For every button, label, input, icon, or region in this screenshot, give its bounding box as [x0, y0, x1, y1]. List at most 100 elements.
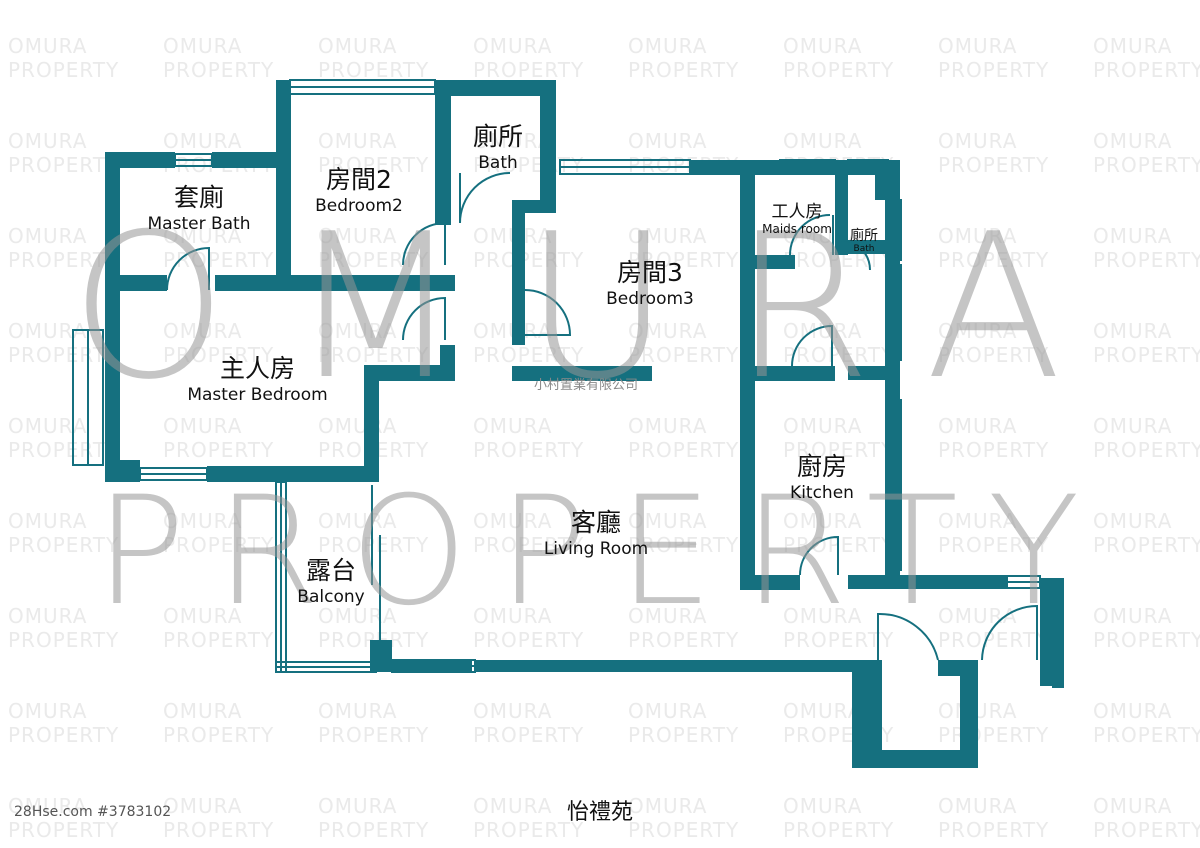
wall-segment [740, 575, 800, 590]
wall-segment [835, 240, 900, 254]
room-label-zh: 套廁 [173, 183, 224, 212]
room-label-zh: 工人房 [771, 202, 823, 222]
watermark-large-omura: OMURA [70, 191, 1125, 424]
door-swing [166, 246, 210, 291]
wall-segment [848, 575, 1008, 589]
room-maids-bath: 廁所 Bath [843, 228, 885, 255]
wall-segment [740, 160, 755, 590]
room-label-en: Master Bath [147, 214, 251, 234]
doors [166, 172, 1038, 661]
room-label-zh: 房間2 [326, 165, 392, 194]
room-master-bedroom: 主人房 Master Bedroom [170, 354, 345, 406]
estate-name: 怡禮苑 [566, 800, 633, 825]
room-balcony: 露台 Balcony [288, 556, 374, 608]
wall-segment [364, 365, 379, 482]
wall-segment [105, 460, 140, 482]
wall-segment [512, 200, 525, 345]
room-label-en: Maids room [762, 222, 832, 236]
room-label-zh: 廁所 [472, 122, 523, 151]
wall-segment [105, 152, 175, 168]
door-swing [402, 296, 446, 341]
door-swing [877, 612, 939, 661]
wall-segment [120, 275, 167, 291]
wall-segment [835, 160, 848, 255]
room-label-zh: 露台 [305, 556, 356, 585]
room-living-room: 客廳 Living Room [526, 508, 666, 560]
room-label-en: Bath [478, 153, 518, 173]
company-name: 小村置業有限公司 [534, 378, 639, 393]
wall-segment [105, 152, 120, 482]
room-label-zh: 主人房 [219, 354, 295, 383]
watermark-large-property: PROPERTY [95, 465, 1110, 639]
wall-segment [212, 152, 290, 168]
room-master-bath: 套廁 Master Bath [140, 183, 258, 235]
door-swing [791, 324, 833, 367]
room-label-zh: 房間3 [617, 258, 683, 287]
wall-segment [512, 366, 652, 381]
wall-segment [435, 80, 555, 96]
wall-segment [475, 660, 875, 672]
room-maids-room: 工人房 Maids room [758, 202, 836, 236]
wall-segment [755, 366, 835, 381]
room-label-zh: 廁所 [850, 228, 878, 244]
room-label-en: Master Bedroom [187, 385, 328, 405]
door-swing [459, 172, 511, 224]
door-swing [981, 604, 1038, 661]
room-label-en: Bedroom2 [315, 196, 403, 216]
wall-segment [215, 275, 455, 291]
wall-segment [848, 366, 885, 380]
room-label-zh: 廚房 [796, 452, 847, 481]
windows [72, 79, 1041, 673]
room-label-en: Kitchen [790, 483, 854, 503]
room-bath: 廁所 Bath [458, 122, 538, 174]
room-label-en: Balcony [297, 587, 365, 607]
door-swing [799, 535, 839, 576]
wall-segment [1052, 578, 1064, 688]
wall-segment [1040, 578, 1052, 686]
